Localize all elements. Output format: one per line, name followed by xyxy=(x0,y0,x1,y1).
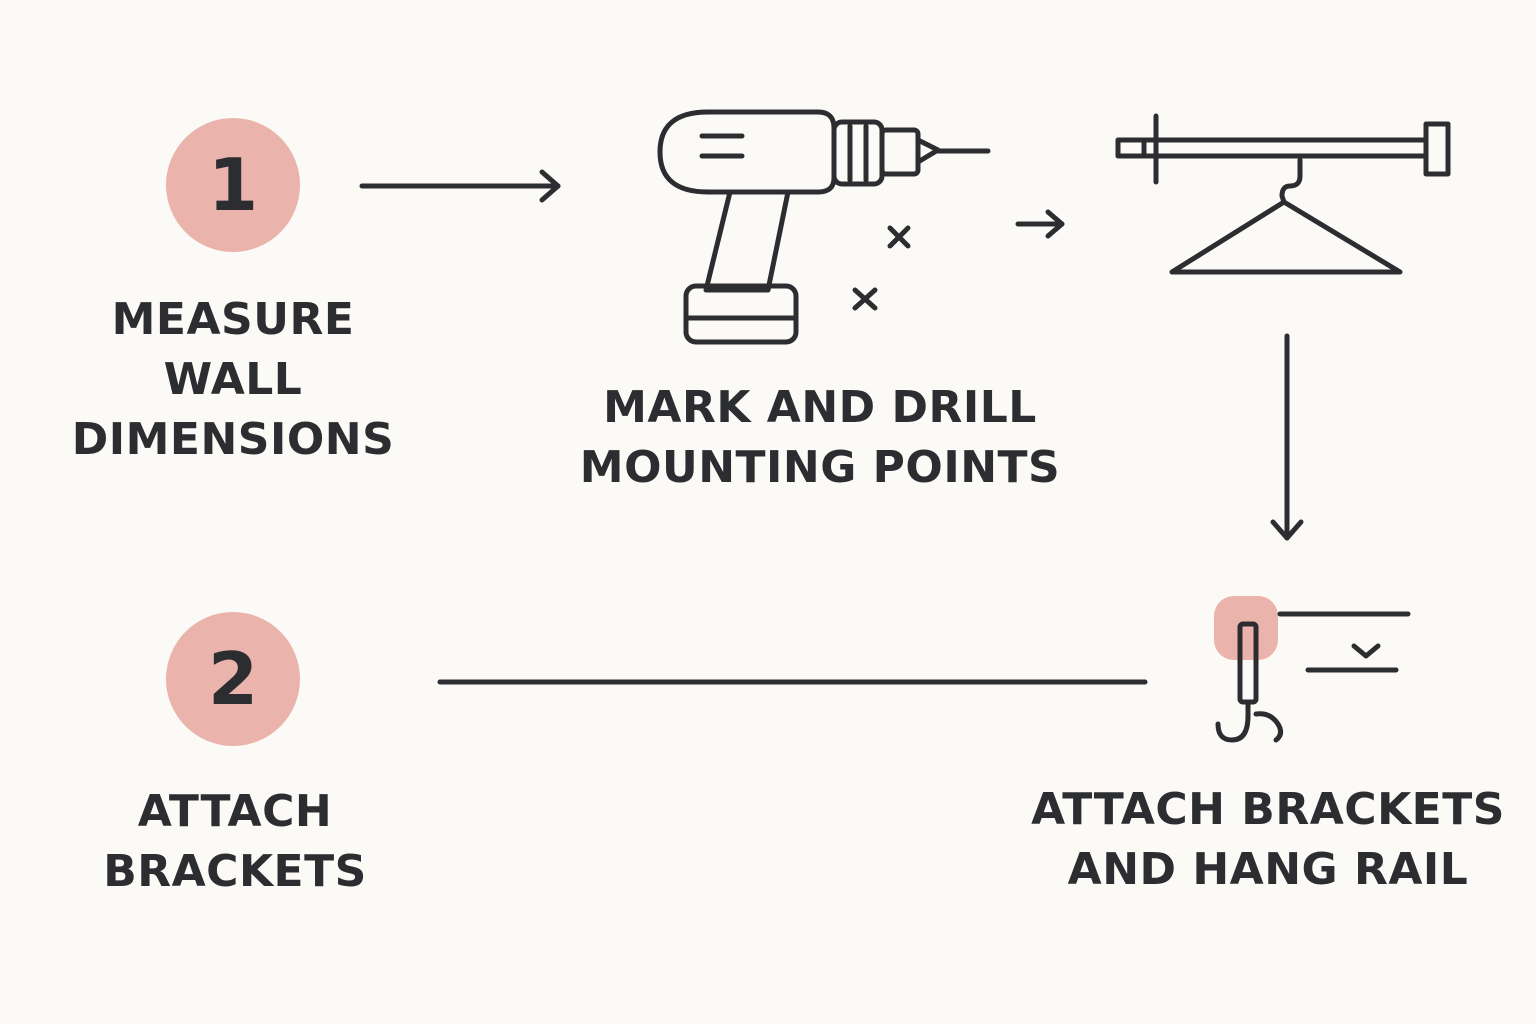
bracket-hook-icon xyxy=(1214,596,1411,743)
step-label-attach: ATTACH BRACKETS xyxy=(90,782,380,902)
step-label-line: MEASURE xyxy=(111,294,355,345)
step-label-line: BRACKETS xyxy=(103,846,367,897)
drill-mark-icon xyxy=(852,225,911,311)
step-label-line: DIMENSIONS xyxy=(71,414,395,465)
step-label-drill: MARK AND DRILL MOUNTING POINTS xyxy=(560,378,1080,498)
step-label-line: WALL xyxy=(163,354,303,405)
step-label-line: MOUNTING POINTS xyxy=(579,442,1061,493)
step-label-measure: MEASURE WALL DIMENSIONS xyxy=(60,290,406,470)
step-badge-1: 1 xyxy=(166,118,300,252)
step-badge-2: 2 xyxy=(166,612,300,746)
arrow-right-1 xyxy=(359,169,561,203)
step-label-hang: ATTACH BRACKETS AND HANG RAIL xyxy=(1030,780,1506,900)
arrow-down xyxy=(1270,333,1304,541)
drill-icon xyxy=(657,109,991,345)
rail-with-hanger-icon xyxy=(1115,113,1451,275)
step-label-line: MARK AND DRILL xyxy=(603,382,1037,433)
step-label-line: ATTACH BRACKETS xyxy=(1031,784,1505,835)
step-label-line: ATTACH xyxy=(137,786,333,837)
step-label-line: AND HANG RAIL xyxy=(1067,844,1469,895)
arrow-right-2 xyxy=(1015,209,1065,239)
